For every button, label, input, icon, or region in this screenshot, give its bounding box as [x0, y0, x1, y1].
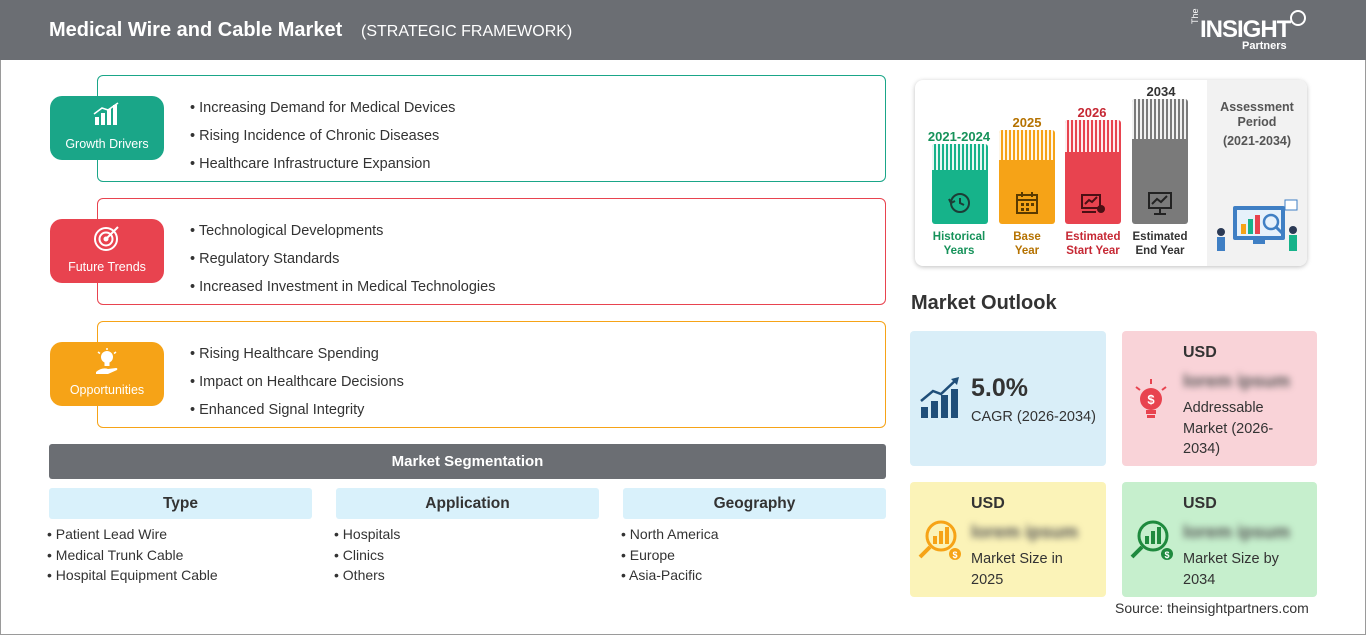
history-icon — [948, 193, 970, 213]
list-item: Patient Lead Wire — [47, 524, 218, 545]
bar-base — [999, 130, 1055, 224]
list-item: Clinics — [334, 545, 400, 566]
page-subtitle: (STRATEGIC FRAMEWORK) — [361, 23, 573, 40]
svg-text:$: $ — [1147, 392, 1155, 407]
list-item: Hospital Equipment Cable — [47, 565, 218, 586]
logo-main: INSIGHT — [1200, 16, 1291, 43]
addressable-usd: USD — [1183, 344, 1217, 361]
year-label-end: 2034 — [1146, 84, 1176, 99]
list-item: Technological Developments — [190, 217, 495, 245]
list-item: Rising Incidence of Chronic Diseases — [190, 122, 455, 150]
lightbulb-hand-icon — [96, 348, 118, 374]
future-trends-label: Future Trends — [68, 260, 146, 274]
future-trends-list: Technological Developments Regulatory St… — [190, 217, 496, 301]
growth-drivers-box: Increasing Demand for Medical Devices Ri… — [97, 75, 886, 182]
dollar-bulb-icon: $ — [1135, 379, 1167, 418]
growth-bars-icon — [920, 377, 959, 418]
size-2034-value-blurred: lorem ipsum — [1183, 522, 1291, 542]
period-label: Period — [1237, 115, 1277, 129]
analyst-dashboard-icon — [1217, 199, 1298, 251]
size-2034-usd: USD — [1183, 495, 1217, 512]
growth-drivers-badge: Growth Drivers — [50, 96, 164, 160]
list-item: Impact on Healthcare Decisions — [190, 368, 404, 396]
cagr-label: CAGR (2026-2034) — [971, 409, 1096, 425]
addressable-value-blurred: lorem ipsum — [1183, 371, 1291, 391]
list-item: Increasing Demand for Medical Devices — [190, 94, 455, 122]
magnifier-chart-icon: $ — [918, 520, 961, 560]
growth-drivers-label: Growth Drivers — [65, 137, 149, 151]
list-item: Enhanced Signal Integrity — [190, 396, 404, 424]
segment-head-application: Application — [336, 488, 599, 519]
logo-the: The — [1190, 8, 1200, 24]
size-2025-value-blurred: lorem ipsum — [971, 522, 1079, 542]
list-item: Hospitals — [334, 524, 401, 545]
bar-start — [1065, 120, 1121, 224]
future-trends-badge: Future Trends — [50, 219, 164, 283]
bar-historical — [932, 144, 988, 224]
magnifier-chart-icon: $ — [1130, 520, 1173, 560]
list-item: Europe — [621, 545, 719, 566]
list-item: Others — [334, 565, 400, 586]
opportunities-box: Rising Healthcare Spending Impact on Hea… — [97, 321, 886, 428]
segment-head-geography: Geography — [623, 488, 886, 519]
cagr-card — [910, 331, 1106, 466]
segment-list-geography: North America Europe Asia-Pacific — [621, 524, 719, 586]
logo-partners: Partners — [1242, 40, 1287, 52]
header-bar: Medical Wire and Cable Market (STRATEGIC… — [0, 0, 1366, 60]
growth-drivers-list: Increasing Demand for Medical Devices Ri… — [190, 94, 455, 178]
year-label-base: 2025 — [1012, 115, 1042, 130]
opportunities-badge: Opportunities — [50, 342, 164, 406]
cagr-value: 5.0% — [971, 374, 1028, 402]
list-item: Asia-Pacific — [621, 565, 719, 586]
year-label-historical: 2021-2024 — [927, 129, 991, 144]
svg-text:$: $ — [1164, 550, 1169, 560]
growth-chart-icon — [93, 102, 119, 125]
list-item: Healthcare Infrastructure Expansion — [190, 150, 455, 178]
source-note: Source: theinsightpartners.com — [1115, 600, 1309, 616]
list-item: North America — [621, 524, 719, 545]
page-title: Medical Wire and Cable Market — [49, 19, 343, 41]
market-outlook-title: Market Outlook — [911, 292, 1057, 314]
list-item: Regulatory Standards — [190, 245, 495, 273]
assessment-label: Assessment — [1220, 100, 1294, 114]
target-icon — [94, 226, 119, 251]
svg-text:$: $ — [952, 550, 957, 560]
logo-circle-icon — [1290, 10, 1306, 26]
insight-partners-logo[interactable]: The INSIGHT Partners — [1190, 8, 1310, 54]
segment-list-application: Hospitals Clinics Others — [334, 524, 401, 586]
presentation-icon — [1148, 192, 1172, 215]
market-segmentation-title: Market Segmentation — [49, 444, 886, 479]
list-item: Rising Healthcare Spending — [190, 340, 404, 368]
opportunities-list: Rising Healthcare Spending Impact on Hea… — [190, 340, 404, 424]
future-trends-box: Technological Developments Regulatory St… — [97, 198, 886, 305]
opportunities-label: Opportunities — [69, 383, 145, 397]
calendar-icon — [1016, 192, 1038, 214]
forecast-icon — [1081, 194, 1105, 213]
list-item: Medical Trunk Cable — [47, 545, 218, 566]
segment-list-type: Patient Lead Wire Medical Trunk Cable Ho… — [47, 524, 218, 586]
size-2025-usd: USD — [971, 495, 1005, 512]
year-label-start: 2026 — [1077, 105, 1107, 120]
bar-end — [1132, 99, 1188, 224]
list-item: Increased Investment in Medical Technolo… — [190, 273, 495, 301]
period-range: (2021-2034) — [1222, 134, 1292, 148]
segment-head-type: Type — [49, 488, 312, 519]
